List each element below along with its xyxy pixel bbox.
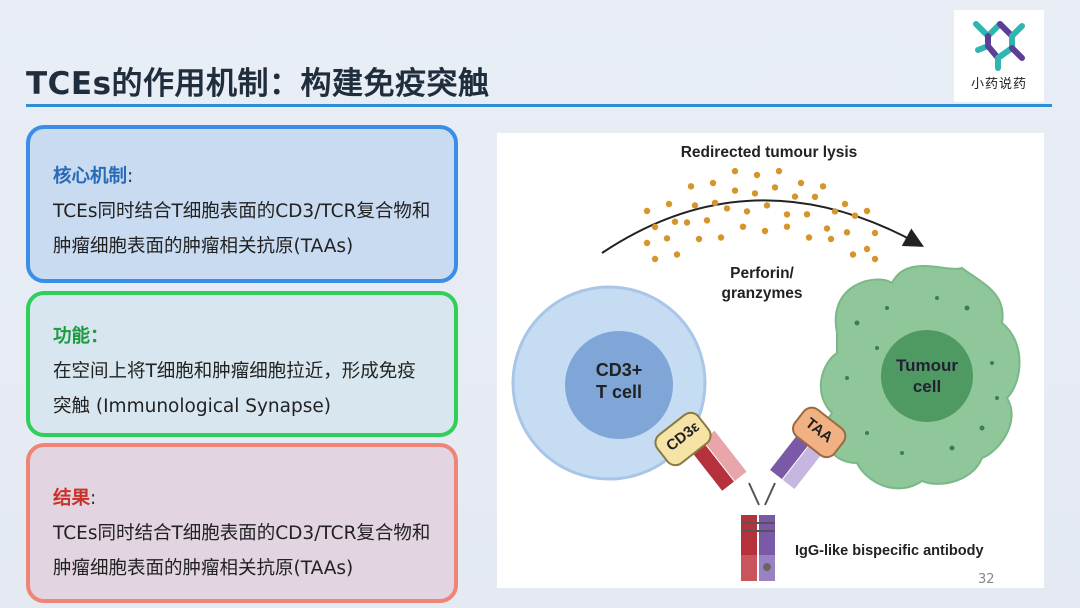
tumour-label-line2: cell	[912, 377, 942, 396]
redirected-lysis-label: Redirected tumour lysis	[680, 144, 858, 161]
granule	[671, 218, 679, 225]
function-card: 功能： 在空间上将T细胞和肿瘤细胞拉近，形成免疫突触 (Immunologica…	[26, 291, 458, 437]
granule	[871, 255, 879, 263]
perforin-label-line2: granzymes	[721, 285, 803, 302]
granule	[771, 184, 779, 191]
granule	[831, 208, 839, 215]
granule	[709, 179, 717, 187]
result-body: TCEs同时结合T细胞表面的CD3/TCR复合物和肿瘤细胞表面的肿瘤相关抗原(T…	[53, 523, 431, 579]
granule	[761, 227, 769, 235]
tcell-label-line1: CD3+	[595, 360, 643, 380]
logo-text: 小药说药	[970, 77, 1027, 92]
granule	[731, 187, 739, 194]
granule	[849, 251, 857, 258]
granule	[841, 200, 849, 208]
granule	[783, 223, 791, 230]
granule	[791, 193, 799, 200]
tumour-speckles	[845, 296, 999, 455]
mechanism-figure: Redirected tumour lysis Perforin/ granzy…	[497, 133, 1044, 588]
granule	[775, 167, 783, 175]
tcell-nucleus	[565, 331, 673, 439]
granule	[863, 207, 871, 215]
figure-illustration	[511, 167, 1021, 581]
granule	[797, 179, 805, 187]
granule	[673, 251, 681, 258]
slide-title: TCEs的作用机制：构建免疫突触	[26, 66, 490, 102]
granule	[643, 207, 651, 215]
granule	[743, 208, 751, 215]
result-heading: 结果:	[53, 481, 432, 516]
granule	[663, 235, 671, 242]
granule	[823, 225, 831, 232]
logo: 小药说药	[954, 10, 1044, 102]
granule	[753, 171, 761, 179]
granule	[871, 229, 879, 237]
page-number: 32	[978, 572, 995, 587]
granule	[651, 255, 659, 263]
tumour-nucleus	[881, 330, 973, 422]
granule	[665, 200, 673, 208]
granule-cloud	[643, 167, 879, 263]
granule	[827, 235, 835, 243]
granule	[711, 199, 719, 206]
granule	[691, 202, 699, 209]
granule	[695, 235, 703, 243]
granule	[803, 211, 811, 218]
granule	[717, 234, 725, 241]
granule	[651, 223, 659, 231]
perforin-label-line1: Perforin/	[730, 265, 794, 282]
granule	[763, 202, 771, 209]
mechanism-heading-text: 核心机制	[53, 166, 128, 187]
tcell-label-line2: T cell	[595, 382, 643, 402]
granule	[863, 245, 871, 253]
granule	[703, 217, 711, 224]
lysis-arrow	[601, 199, 925, 254]
granule	[843, 229, 851, 236]
tumour-label: Tumour cell	[881, 355, 973, 397]
tcell-label: CD3+ T cell	[569, 359, 669, 403]
granule	[811, 193, 819, 200]
molecule-logo-icon	[973, 21, 1025, 71]
granule	[687, 183, 695, 190]
granule	[723, 205, 731, 212]
granule	[683, 219, 691, 226]
granule	[739, 223, 747, 230]
title-divider	[26, 104, 1052, 107]
cd3-tag	[654, 411, 712, 467]
granule	[851, 212, 859, 219]
granule	[783, 211, 791, 218]
granule	[805, 234, 813, 241]
mechanism-heading-colon: :	[127, 166, 134, 187]
result-heading-colon: :	[90, 488, 97, 509]
mechanism-heading: 核心机制:	[53, 159, 432, 194]
mechanism-body: TCEs同时结合T细胞表面的CD3/TCR复合物和肿瘤细胞表面的肿瘤相关抗原(T…	[53, 201, 431, 257]
result-heading-text: 结果	[53, 488, 91, 509]
perforin-label: Perforin/ granzymes	[712, 264, 812, 304]
antibody-label: IgG-like bispecific antibody	[795, 543, 984, 559]
function-heading: 功能：	[53, 319, 432, 354]
taa-tag	[792, 406, 847, 459]
granule	[643, 239, 651, 247]
granule	[731, 167, 739, 175]
tumour-label-line1: Tumour	[895, 356, 958, 375]
granule	[819, 183, 827, 190]
function-heading-text: 功能：	[53, 326, 109, 347]
result-card: 结果: TCEs同时结合T细胞表面的CD3/TCR复合物和肿瘤细胞表面的肿瘤相关…	[26, 443, 458, 603]
granule	[751, 190, 759, 197]
function-body: 在空间上将T细胞和肿瘤细胞拉近，形成免疫突触 (Immunological Sy…	[53, 361, 416, 417]
mechanism-card: 核心机制: TCEs同时结合T细胞表面的CD3/TCR复合物和肿瘤细胞表面的肿瘤…	[26, 125, 458, 283]
